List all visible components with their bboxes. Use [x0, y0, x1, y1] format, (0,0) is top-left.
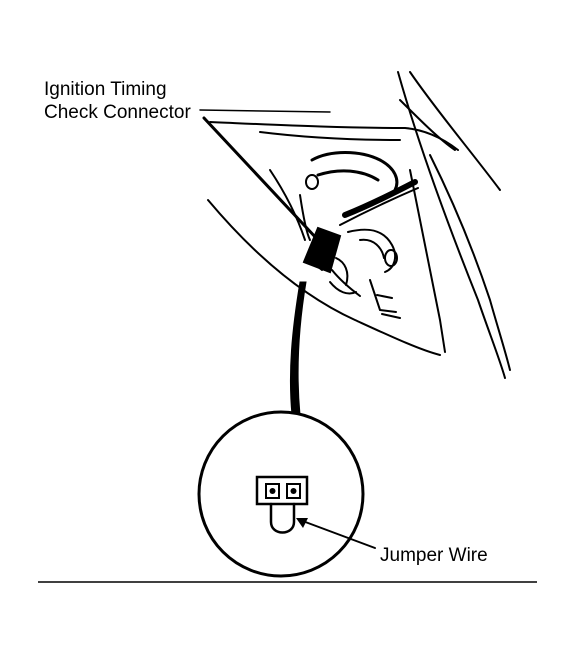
jumper-wire-label: Jumper Wire	[380, 545, 488, 566]
connector-detail	[255, 475, 309, 534]
connector-label-line1: Ignition Timing	[44, 79, 167, 100]
jumper-arrowhead	[296, 518, 308, 528]
jumper-wire	[269, 502, 296, 534]
engine-bay-illustration	[199, 71, 511, 379]
connector-leader-line	[202, 116, 320, 242]
connector-label-line2: Check Connector	[44, 102, 191, 123]
magnify-link-line	[289, 281, 307, 416]
jumper-leader-line	[299, 519, 376, 549]
timing-connector	[302, 226, 342, 274]
